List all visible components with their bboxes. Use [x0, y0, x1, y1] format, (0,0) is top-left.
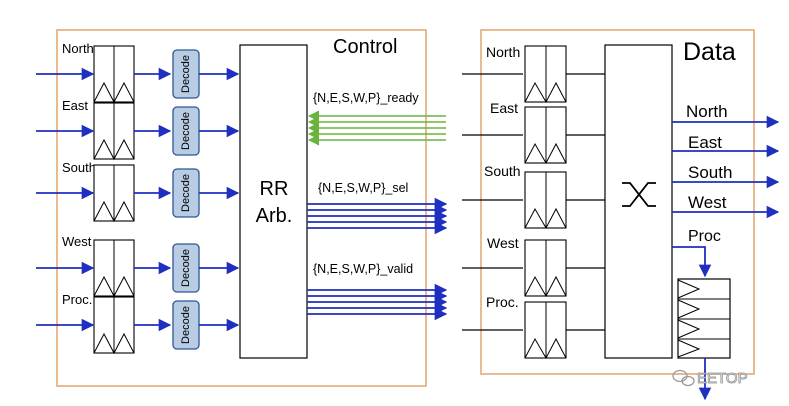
crossbar-box	[604, 44, 673, 359]
decode-label-west: Decode	[180, 249, 192, 287]
data-buffer-proc	[524, 301, 567, 360]
control-buffer-north	[93, 45, 135, 104]
decode-label-proc: Decode	[180, 306, 192, 344]
output-label-north: North	[686, 102, 728, 121]
decode-label-south: Decode	[180, 174, 192, 212]
control-input-label-north: North	[62, 41, 94, 56]
valid-signal-lines	[307, 283, 448, 321]
watermark: EETOP	[672, 369, 748, 387]
data-input-label-south: South	[484, 163, 521, 179]
decode-box-north: Decode	[172, 49, 200, 99]
rr-arbiter-label-line1: RR	[260, 178, 289, 200]
crossbar-switch-icon	[622, 182, 656, 207]
data-input-label-proc: Proc.	[486, 294, 519, 310]
control-panel	[56, 29, 427, 387]
decode-box-south: Decode	[172, 168, 200, 218]
decode-label-north: Decode	[180, 55, 192, 93]
data-buffer-west	[524, 239, 567, 298]
decode-label-east: Decode	[180, 112, 192, 150]
control-buffer-proc	[93, 296, 135, 355]
control-buffer-east	[93, 102, 135, 161]
output-label-west: West	[688, 193, 727, 212]
ready-signal-lines	[307, 110, 446, 146]
output-label-east: East	[688, 133, 722, 152]
rr-arbiter-box	[239, 44, 308, 359]
ready-signal-label: {N,E,S,W,P}_ready	[313, 91, 419, 105]
output-label-south: South	[688, 163, 732, 182]
control-input-buffers	[93, 45, 135, 355]
decode-box-west: Decode	[172, 243, 200, 293]
data-input-label-west: West	[487, 235, 519, 251]
wechat-icon	[672, 369, 695, 387]
data-buffer-east	[524, 106, 567, 165]
control-buffer-west	[93, 239, 135, 298]
sel-signal-label: {N,E,S,W,P}_sel	[318, 181, 408, 195]
data-buffer-north	[524, 45, 567, 104]
valid-signal-label: {N,E,S,W,P}_valid	[313, 262, 413, 276]
sel-signal-lines	[307, 197, 448, 235]
data-title: Data	[683, 38, 736, 66]
proc-output-arrow	[672, 246, 712, 278]
watermark-text: EETOP	[697, 370, 748, 387]
data-panel	[480, 29, 755, 375]
control-input-label-east: East	[62, 98, 88, 113]
proc-output-buffer	[677, 278, 731, 359]
control-input-label-west: West	[62, 234, 92, 249]
data-buffer-south	[524, 171, 567, 230]
output-label-proc: Proc	[688, 228, 721, 245]
decode-box-proc: Decode	[172, 300, 200, 350]
data-input-label-north: North	[486, 44, 520, 60]
data-output-arrows	[672, 115, 780, 219]
decode-box-east: Decode	[172, 106, 200, 156]
control-input-label-south: South	[62, 160, 96, 175]
data-input-label-east: East	[490, 100, 518, 116]
control-input-label-proc: Proc.	[62, 292, 92, 307]
control-title: Control	[333, 36, 397, 58]
control-buffer-south	[93, 164, 135, 223]
rr-arbiter-label-line2: Arb.	[256, 205, 293, 227]
data-input-buffers	[524, 45, 567, 360]
